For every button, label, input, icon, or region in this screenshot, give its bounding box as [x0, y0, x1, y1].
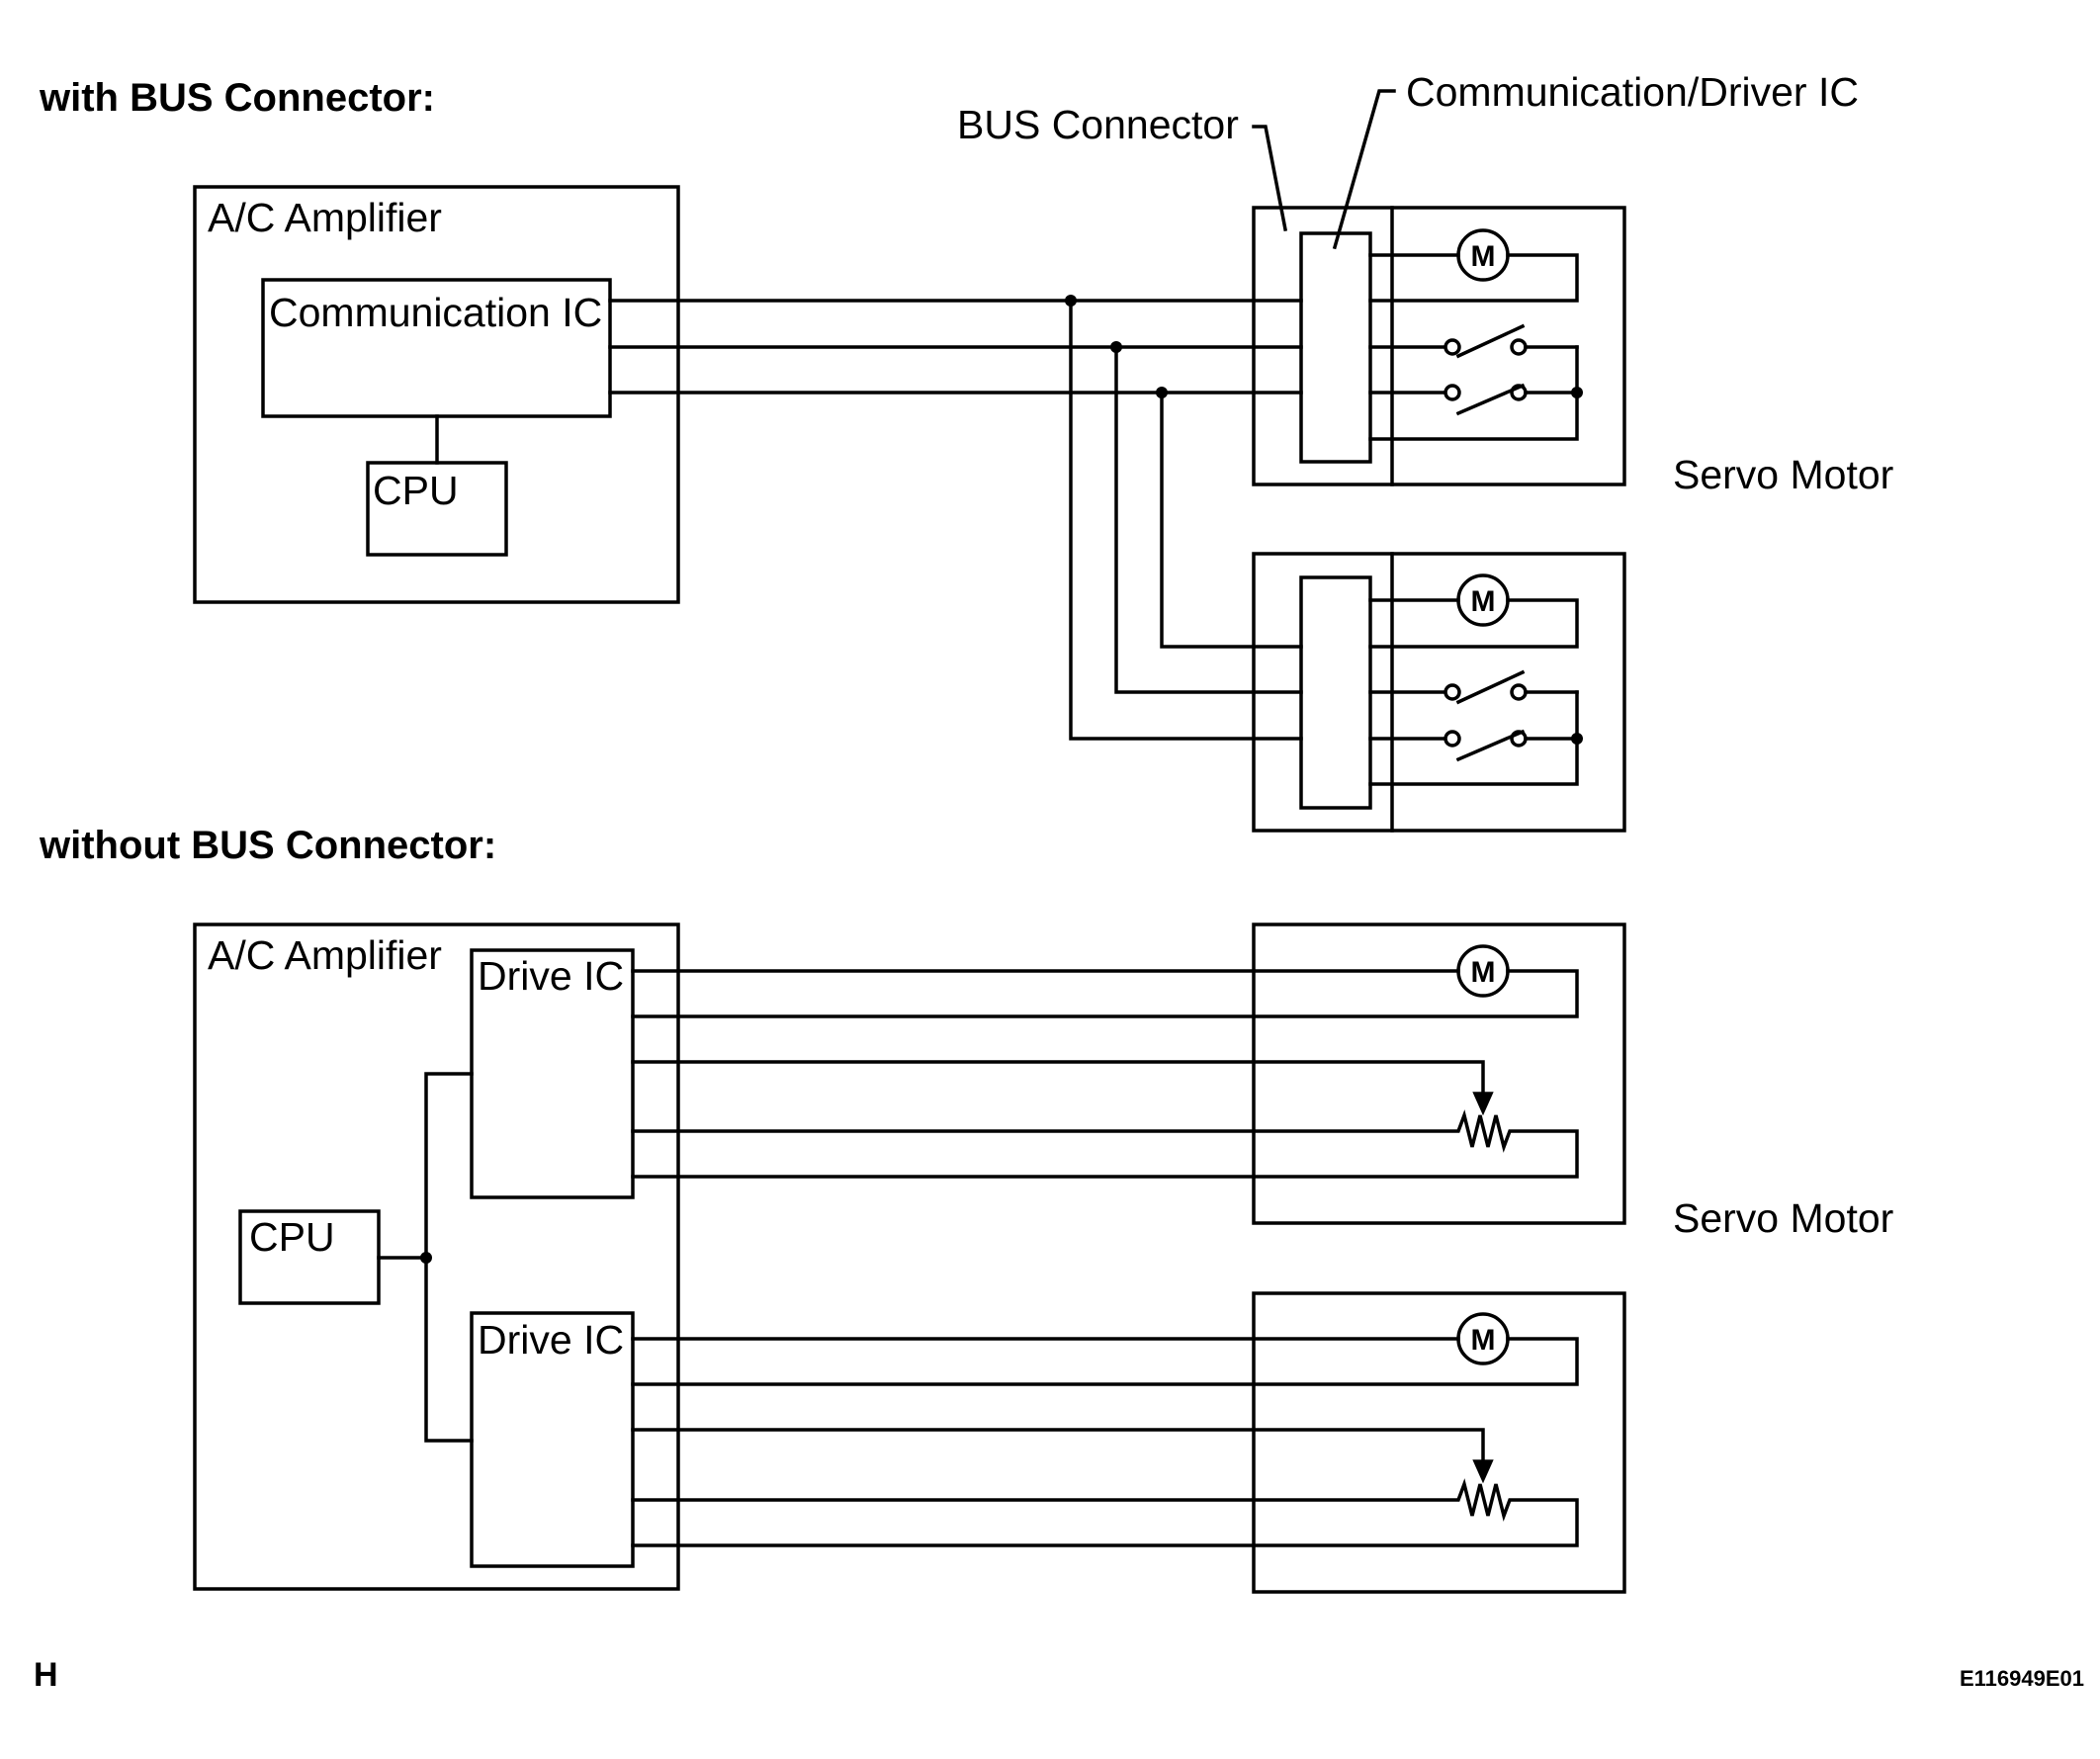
- bottom-cpu-label: CPU: [249, 1214, 335, 1260]
- bottom-cpu-junction: [420, 1252, 432, 1264]
- top-servo-2: [1252, 552, 1626, 833]
- top-servo-junction-dots: [1571, 387, 1583, 745]
- top-bus-lines: [608, 299, 1303, 741]
- bottom-drive-ic-2-label: Drive IC: [478, 1317, 624, 1363]
- bottom-servo-label: Servo Motor: [1673, 1195, 1893, 1241]
- motor-icon: M: [1471, 1324, 1496, 1357]
- top-junction-dots: [1065, 295, 1168, 398]
- bus-connector-label: BUS Connector: [957, 102, 1239, 147]
- top-servo-label: Servo Motor: [1673, 452, 1893, 497]
- bottom-drive-ic-1-label: Drive IC: [478, 953, 624, 999]
- top-servo-2-ic: [1299, 575, 1372, 810]
- footer-left-mark: H: [34, 1656, 58, 1694]
- bottom-servo-2: [631, 1291, 1626, 1594]
- bottom-servo-1: [631, 923, 1626, 1225]
- top-cpu-label: CPU: [373, 468, 459, 513]
- top-amplifier: [193, 185, 680, 604]
- top-amplifier-label: A/C Amplifier: [208, 195, 442, 240]
- comm-driver-ic-label: Communication/Driver IC: [1406, 69, 1859, 115]
- comm-driver-ic-leader: [1332, 89, 1396, 250]
- motor-icon: M: [1471, 240, 1496, 273]
- motor-icon: M: [1471, 585, 1496, 618]
- top-servo-1: [1252, 206, 1626, 486]
- top-comm-ic-label: Communication IC: [269, 290, 602, 335]
- top-servo-1-ic: [1299, 231, 1372, 464]
- heading-with-bus: with BUS Connector:: [39, 76, 435, 120]
- motor-icon: M: [1471, 956, 1496, 989]
- heading-without-bus: without BUS Connector:: [39, 824, 496, 867]
- figure-code: E116949E01: [1960, 1666, 2084, 1691]
- bus-connector-leader: [1252, 125, 1288, 232]
- bottom-amplifier-label: A/C Amplifier: [208, 932, 442, 978]
